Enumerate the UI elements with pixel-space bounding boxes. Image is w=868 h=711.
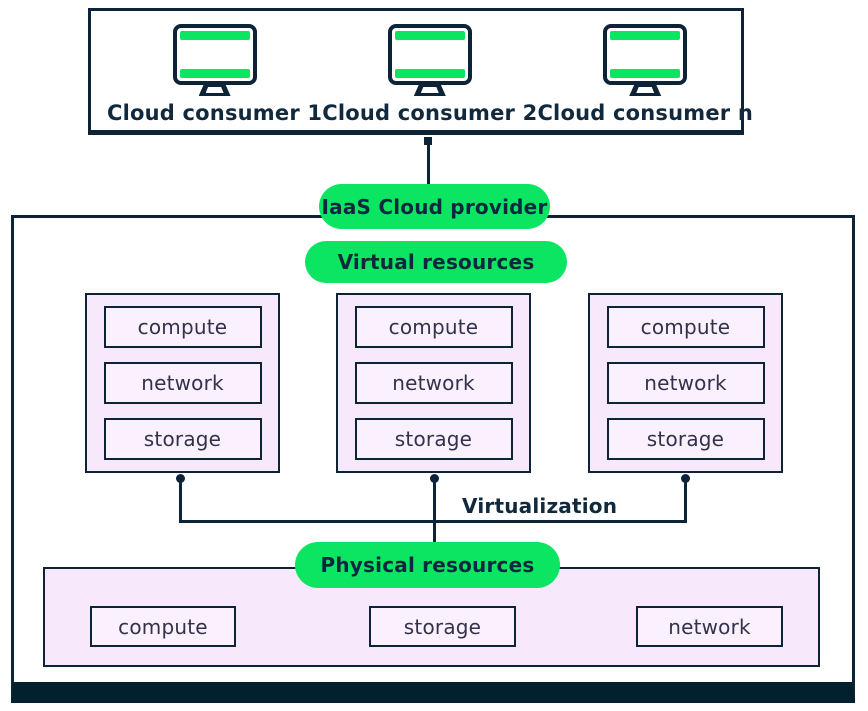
resource-item-storage: storage (606, 418, 765, 460)
resource-item-storage: storage (354, 418, 513, 460)
cloud-consumers-box: Cloud consumer 1 Cloud consumer 2 Cloud … (88, 8, 753, 135)
resource-item-storage: storage (103, 418, 262, 460)
monitor-top-bar (179, 31, 250, 40)
virtual-resources-pill: Virtual resources (305, 241, 567, 283)
connector-line-right (684, 478, 687, 523)
monitor-bottom-bar (610, 69, 681, 78)
connector-line-left (179, 478, 182, 523)
resource-item-network: network (354, 362, 513, 404)
physical-item-storage: storage (369, 606, 516, 647)
virtual-resource-group-1: compute network storage (85, 293, 280, 473)
monitor-icon (387, 24, 472, 96)
cloud-consumer-1: Cloud consumer 1 (107, 24, 322, 130)
physical-item-network: network (636, 606, 783, 647)
monitor-bottom-bar (179, 69, 250, 78)
monitor-stand (629, 83, 661, 96)
cloud-consumer-2: Cloud consumer 2 (322, 24, 537, 130)
connector-dot-right (681, 474, 690, 483)
monitor-bottom-bar (394, 69, 465, 78)
monitor-icon (172, 24, 257, 96)
connector-line-stem (433, 520, 436, 546)
monitor-stand (199, 83, 231, 96)
resource-item-compute: compute (354, 306, 513, 348)
virtual-resource-group-2: compute network storage (336, 293, 531, 473)
iaas-cloud-provider-pill: IaaS Cloud provider (319, 184, 550, 229)
resource-item-network: network (103, 362, 262, 404)
connector-line-center (433, 478, 436, 523)
resource-item-compute: compute (103, 306, 262, 348)
consumer-label: Cloud consumer 2 (322, 101, 538, 125)
monitor-icon (603, 24, 688, 96)
resource-item-compute: compute (606, 306, 765, 348)
connector-dot-center (430, 474, 439, 483)
monitor-top-bar (610, 31, 681, 40)
resource-item-network: network (606, 362, 765, 404)
consumer-label: Cloud consumer n (537, 101, 753, 125)
monitor-screen (172, 24, 257, 85)
monitor-stand (414, 83, 446, 96)
physical-item-compute: compute (90, 606, 236, 647)
virtualization-label: Virtualization (462, 494, 618, 518)
cloud-consumer-n: Cloud consumer n (537, 24, 753, 130)
monitor-screen (387, 24, 472, 85)
connector-line-consumers-provider (427, 143, 430, 186)
monitor-top-bar (394, 31, 465, 40)
consumer-label: Cloud consumer 1 (107, 101, 323, 125)
monitor-screen (603, 24, 688, 85)
virtual-resource-group-3: compute network storage (588, 293, 783, 473)
connector-dot-left (176, 474, 185, 483)
physical-resources-pill: Physical resources (295, 542, 560, 588)
connector-endpoint-dot (424, 137, 432, 145)
